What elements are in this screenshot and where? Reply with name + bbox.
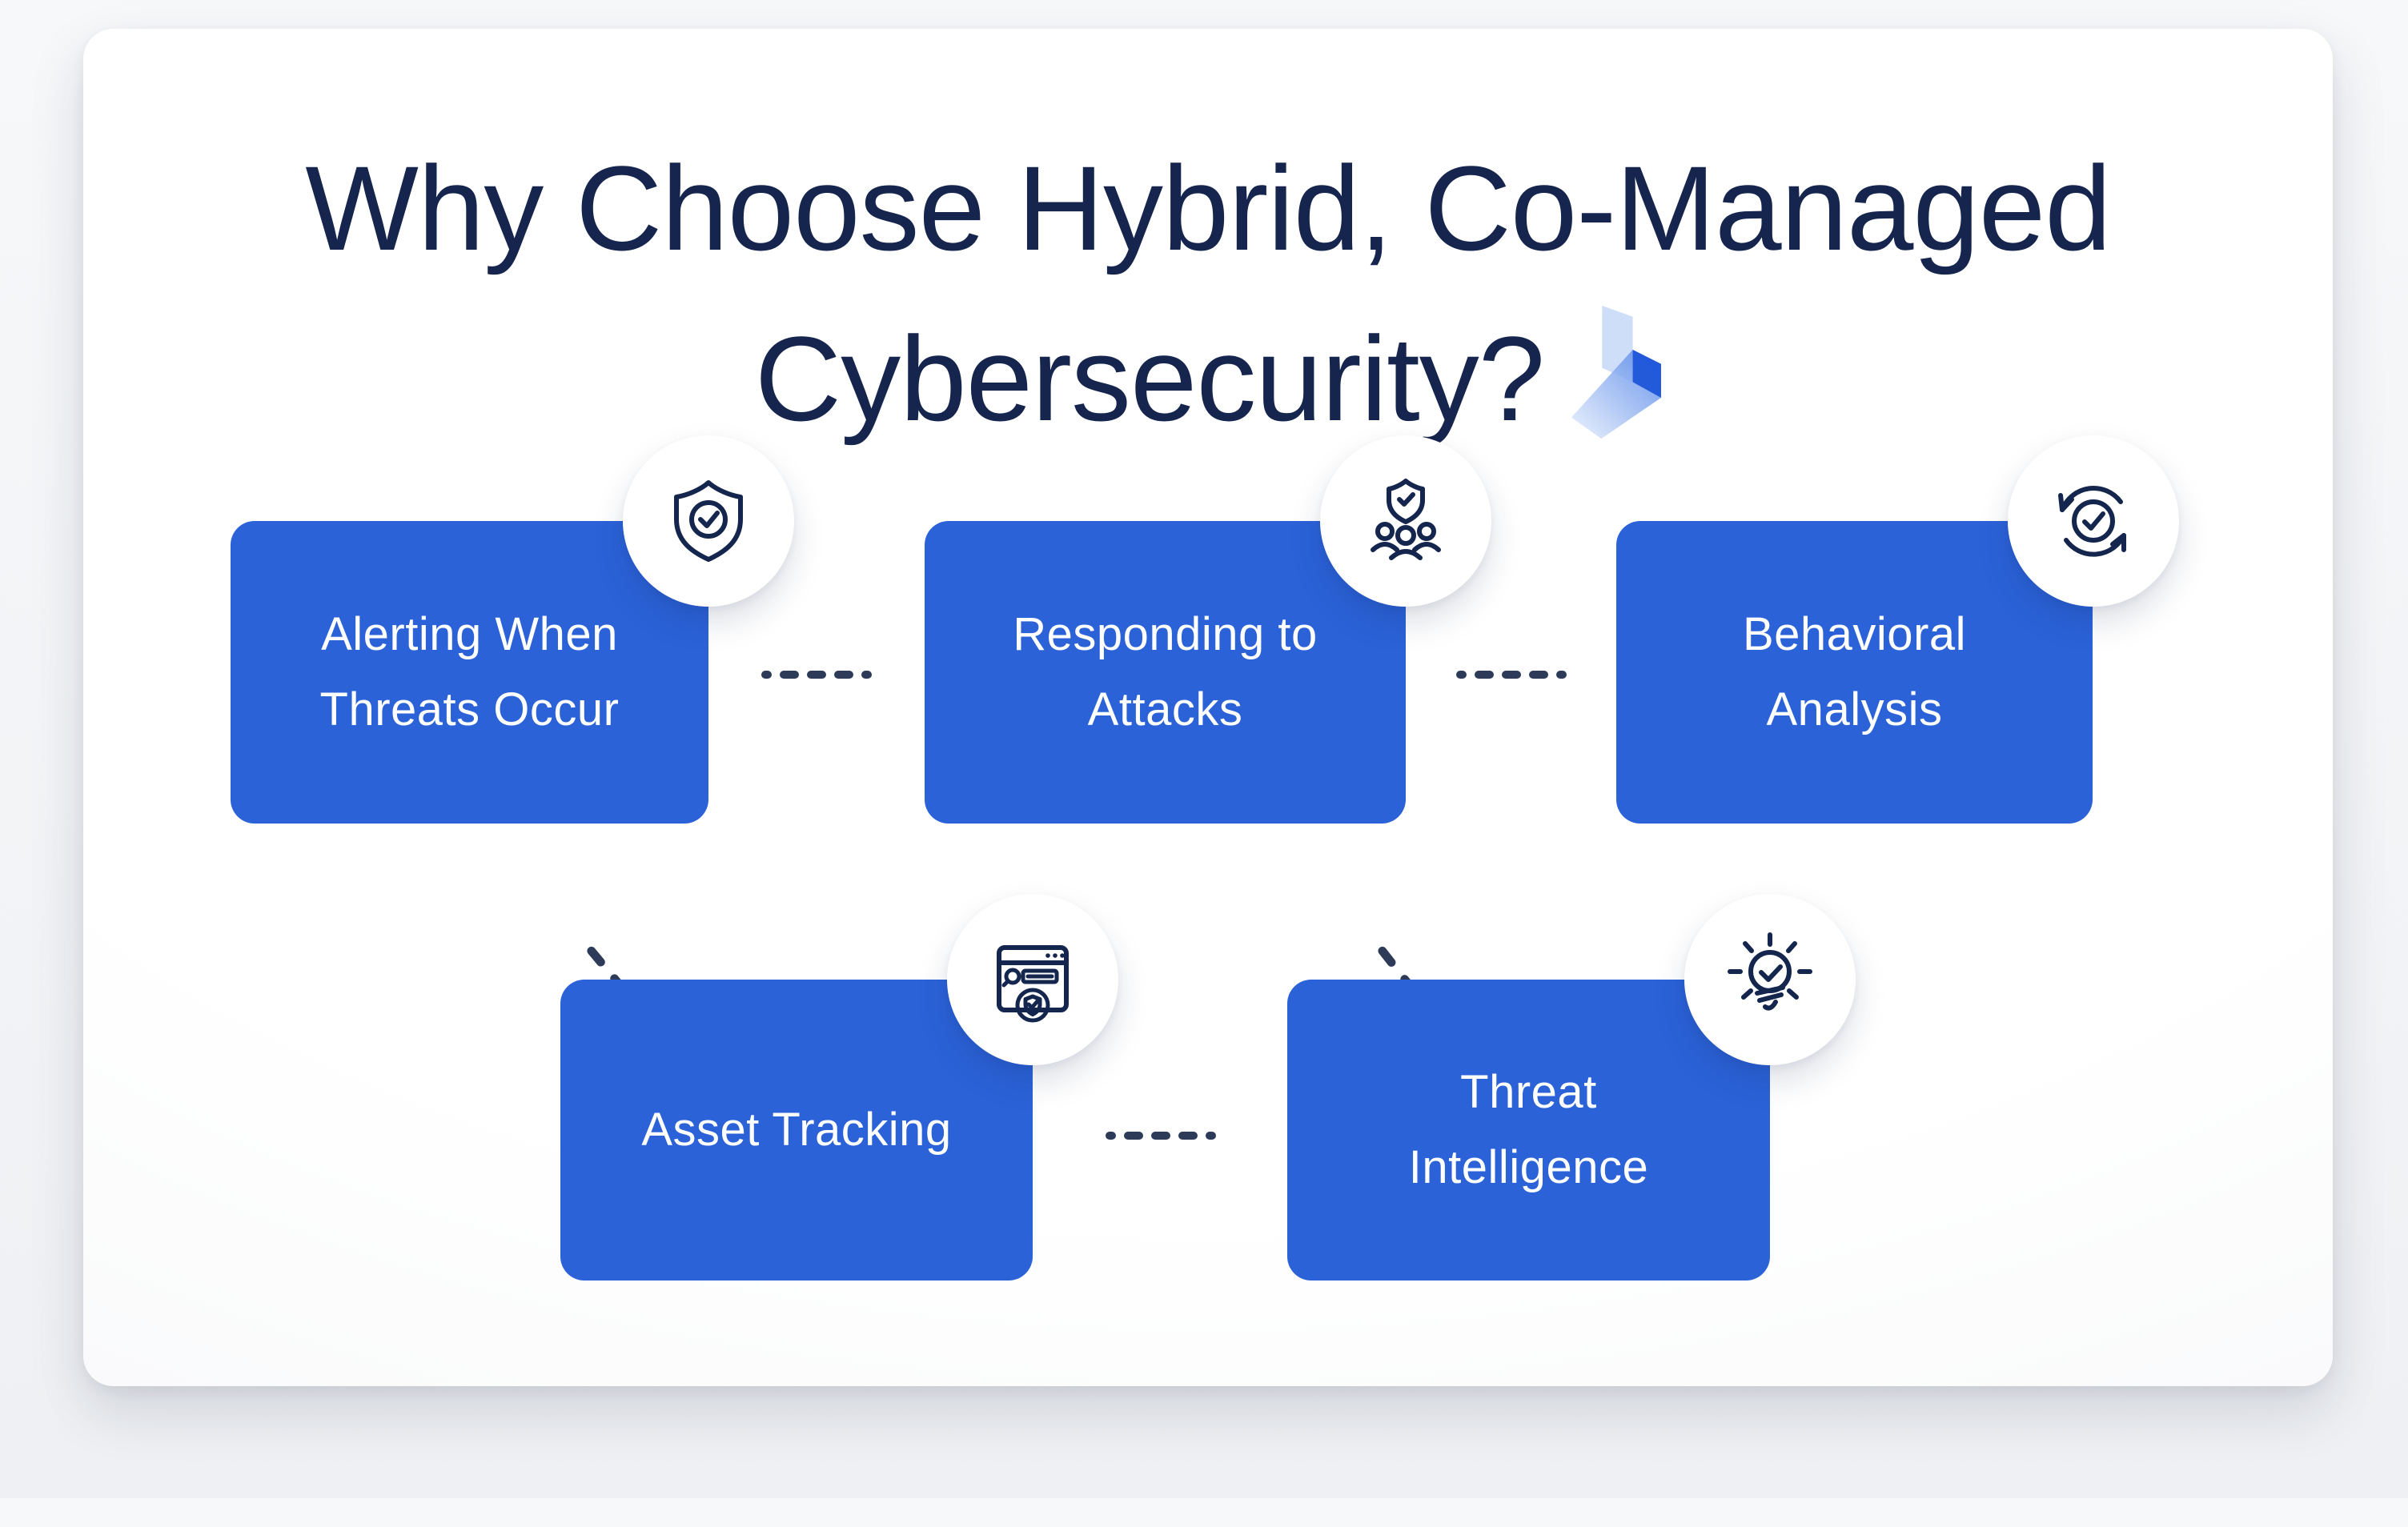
badge-shield-team — [1320, 435, 1491, 607]
title-line-1: Why Choose Hybrid, Co-Managed — [305, 141, 2111, 275]
browser-search-check-icon — [997, 945, 1069, 1023]
box-label: Asset Tracking — [641, 1104, 952, 1156]
shield-team-icon — [1371, 479, 1441, 560]
sync-check-icon — [2058, 486, 2126, 557]
box-threat-intelligence: Threat Intelligence — [1287, 980, 1770, 1281]
box-label: Behavioral Analysis — [1742, 608, 1967, 735]
box-alerting-when-threats-occur: Alerting When Threats Occur — [231, 521, 708, 824]
lightbulb-check-icon — [1728, 932, 1812, 1011]
box-label: Threat Intelligence — [1408, 1066, 1649, 1193]
brand-chevron-logo-icon — [1571, 305, 1662, 439]
badge-lightbulb-check — [1684, 894, 1856, 1065]
title-line-2: Cybersecurity? — [83, 294, 2333, 464]
badge-browser-search-check — [947, 894, 1118, 1065]
box-label: Alerting When Threats Occur — [319, 608, 620, 735]
badge-shield-check — [623, 435, 794, 607]
connector-alerting-responding — [761, 671, 872, 679]
connector-asset-threat — [1106, 1132, 1216, 1140]
box-behavioral-analysis: Behavioral Analysis — [1616, 521, 2093, 824]
shield-check-icon — [674, 480, 743, 562]
box-label: Responding to Attacks — [1013, 608, 1318, 735]
page-title: Why Choose Hybrid, Co-Managed Cybersecur… — [83, 123, 2333, 464]
title-line-2-text: Cybersecurity? — [754, 311, 1545, 446]
box-responding-to-attacks: Responding to Attacks — [925, 521, 1406, 824]
badge-sync-check — [2008, 435, 2179, 607]
connector-responding-behavioral — [1456, 671, 1567, 679]
box-asset-tracking: Asset Tracking — [560, 980, 1033, 1281]
